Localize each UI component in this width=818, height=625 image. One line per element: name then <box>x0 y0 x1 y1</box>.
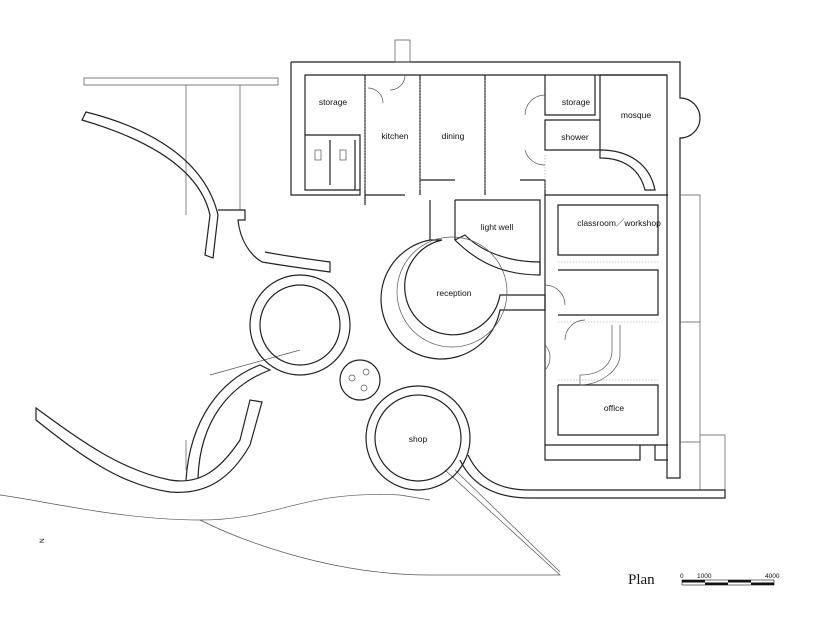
room-label-office: office <box>604 403 624 413</box>
scale-label-mid: 1000 <box>697 573 712 580</box>
room-label-kitchen: kitchen <box>382 131 409 141</box>
circular-rooms <box>249 251 726 499</box>
room-label-shop: shop <box>409 434 428 444</box>
room-label-reception: reception <box>437 288 472 298</box>
reception-area <box>380 199 546 360</box>
scale-label-end: 4000 <box>765 573 780 580</box>
scale-bar: 0 1000 4000 <box>680 573 780 586</box>
east-block <box>544 194 726 491</box>
north-block <box>290 39 701 479</box>
room-label-mosque: mosque <box>621 110 652 120</box>
room-label-shower: shower <box>561 132 589 142</box>
scale-label-start: 0 <box>680 573 684 580</box>
room-label-storage-west: storage <box>319 97 348 107</box>
room-label-light-well: light well <box>481 222 514 232</box>
site-lines <box>0 77 561 576</box>
room-label-storage-east: storage <box>562 97 591 107</box>
room-label-classroom: classroom／workshop <box>577 218 661 228</box>
north-label: N <box>39 538 46 543</box>
plan-title: Plan <box>628 572 655 588</box>
room-label-dining: dining <box>442 131 465 141</box>
